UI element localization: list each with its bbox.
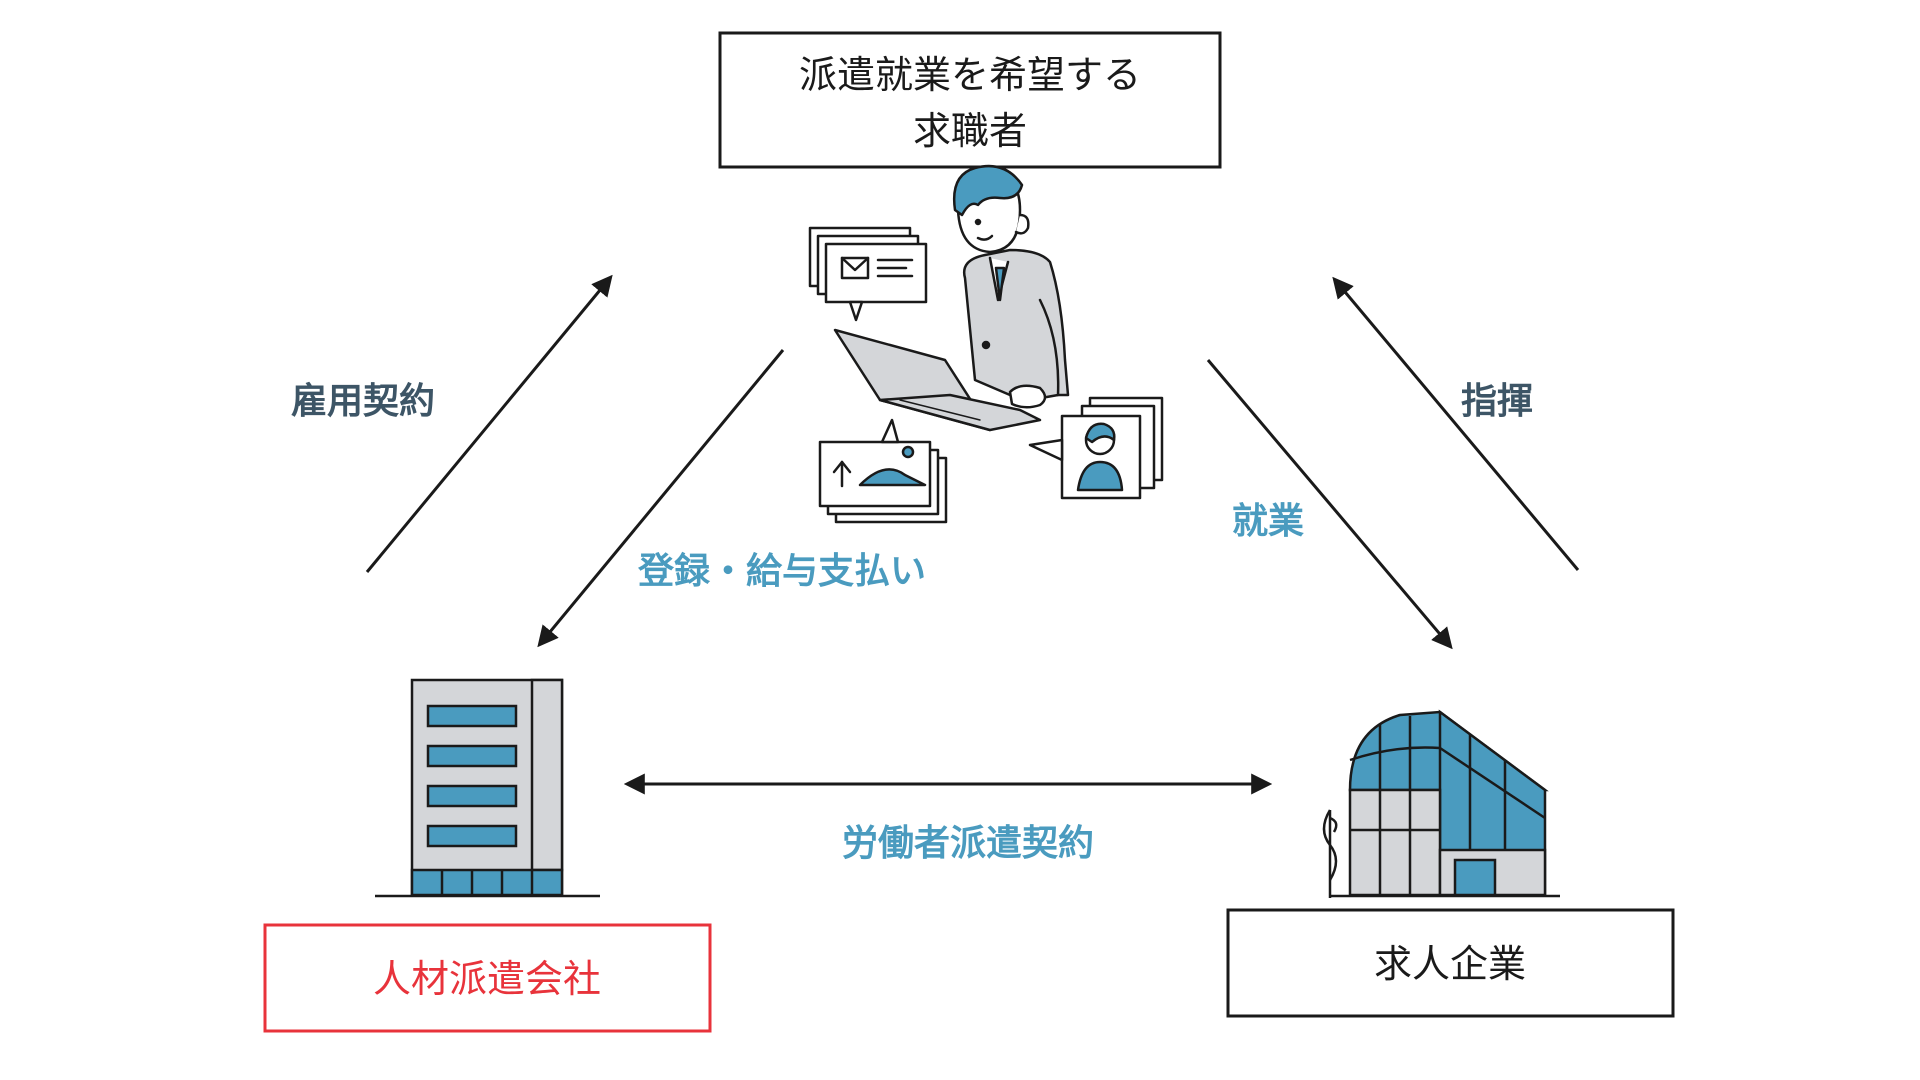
- client-node: 求人企業: [1226, 908, 1675, 1018]
- client-label: 求人企業: [1374, 942, 1526, 986]
- mail-card-icon: [808, 226, 928, 322]
- arrow-registration-salary: [537, 349, 785, 648]
- jobseeker-box: [718, 31, 1222, 169]
- jobseeker-node: 派遣就業を希望する 求職者: [718, 31, 1222, 169]
- laptop-base: [878, 393, 1042, 432]
- agency-node: 人材派遣会社: [263, 923, 712, 1033]
- label-direction: 指揮: [1461, 381, 1533, 422]
- arrow-employment-contract: [365, 274, 613, 573]
- label-employment-contract: 雇用契約: [291, 381, 435, 422]
- label-work: 就業: [1232, 501, 1304, 542]
- agency-label: 人材派遣会社: [373, 957, 601, 1001]
- jobseeker-label-line2: 求職者: [913, 109, 1027, 153]
- label-registration-salary: 登録・給与支払い: [637, 551, 926, 592]
- person-at-laptop-icon: [808, 164, 1164, 524]
- photo-card-icon: [818, 418, 948, 524]
- label-dispatch-contract: 労働者派遣契約: [842, 823, 1094, 864]
- hair: [952, 164, 1024, 217]
- profile-card-icon: [1028, 396, 1164, 500]
- agency-box: [263, 923, 712, 1033]
- office-building-icon: [375, 678, 600, 898]
- corporate-building-icon: [1322, 709, 1560, 898]
- jobseeker-label-line1: 派遣就業を希望する: [799, 53, 1141, 97]
- arrow-work: [1206, 359, 1453, 650]
- client-box: [1226, 908, 1675, 1018]
- arrow-direction: [1332, 276, 1580, 571]
